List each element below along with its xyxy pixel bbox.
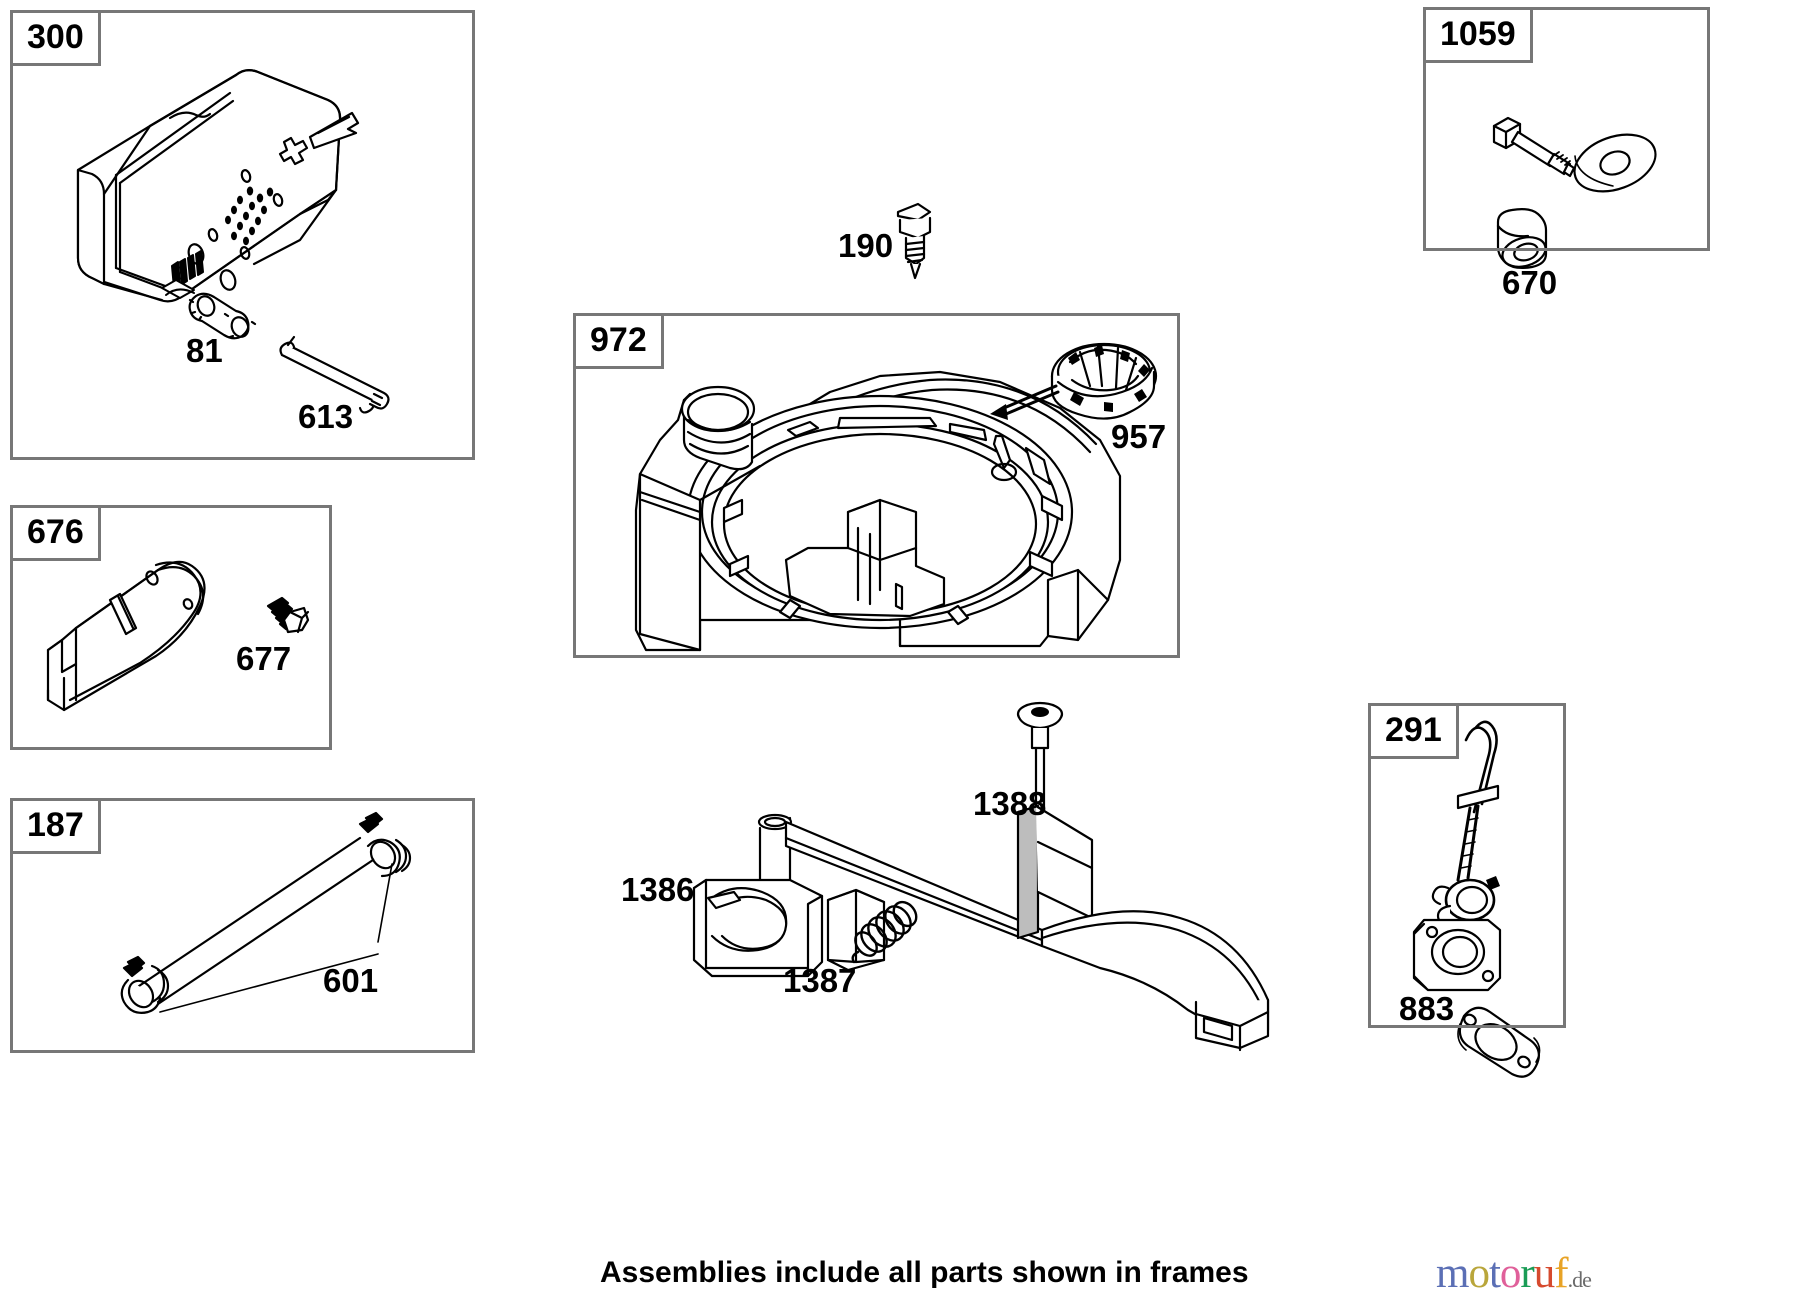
- frame-tag-187: 187: [10, 798, 101, 854]
- motoruf-logo: motoruf.de: [1436, 1250, 1592, 1297]
- return-spring-illustration: [851, 900, 918, 964]
- callout-1388: 1388: [973, 785, 1047, 822]
- callout-1386: 1386: [621, 871, 695, 908]
- frame-300: 300: [10, 10, 475, 460]
- diagram-caption: Assemblies include all parts shown in fr…: [600, 1256, 1249, 1289]
- callout-190: 190: [838, 227, 894, 264]
- frame-tag-1059: 1059: [1423, 7, 1533, 63]
- frame-tag-300: 300: [10, 10, 101, 66]
- long-screw-illustration: [1016, 701, 1064, 864]
- logo-suffix: .de: [1567, 1267, 1592, 1292]
- frame-tag-972: 972: [573, 313, 664, 369]
- control-bracket-illustration: [692, 804, 1270, 1052]
- frame-187: 187: [10, 798, 475, 1053]
- callout-613: 613: [298, 398, 354, 435]
- frame-1059: 1059: [1423, 7, 1710, 251]
- logo-letter-r: r: [1520, 1250, 1534, 1297]
- drain-plug-illustration: [896, 202, 932, 280]
- callout-1387: 1387: [783, 962, 857, 999]
- callout-601: 601: [323, 962, 379, 999]
- frame-tag-291: 291: [1368, 703, 1459, 759]
- frame-676: 676: [10, 505, 332, 750]
- callout-957: 957: [1111, 418, 1167, 455]
- frame-972: 972: [573, 313, 1180, 658]
- logo-letter-u: u: [1533, 1250, 1555, 1297]
- frame-tag-676: 676: [10, 505, 101, 561]
- logo-letter-t: t: [1488, 1250, 1501, 1297]
- callout-677: 677: [236, 640, 292, 677]
- callout-883: 883: [1399, 990, 1455, 1027]
- logo-letter-o1: o: [1468, 1250, 1489, 1297]
- callout-670: 670: [1502, 264, 1558, 301]
- logo-letter-f: f: [1554, 1250, 1568, 1297]
- logo-letter-m: m: [1436, 1250, 1469, 1297]
- frame-291: 291: [1368, 703, 1566, 1028]
- logo-letter-o2: o: [1499, 1250, 1521, 1297]
- callout-81: 81: [186, 332, 223, 369]
